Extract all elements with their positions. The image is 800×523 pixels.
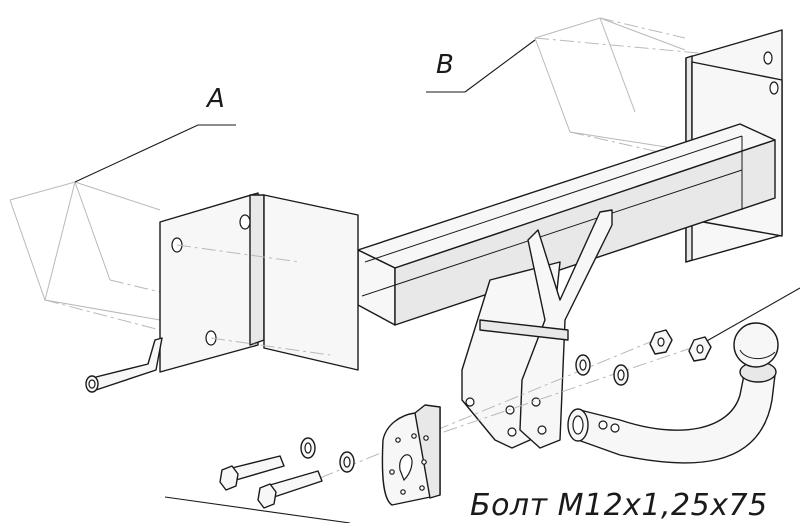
cross-beam xyxy=(357,123,776,326)
bolt-hole xyxy=(507,427,517,437)
nuts-and-washers xyxy=(300,329,712,479)
frame-label-a: A xyxy=(207,84,225,114)
bolt-hole xyxy=(465,397,475,407)
leader-lines xyxy=(74,39,800,523)
long-bolt xyxy=(85,337,163,393)
hitch-mounting-plates xyxy=(461,209,613,449)
bolt-hole xyxy=(239,214,251,230)
bolt xyxy=(269,470,323,498)
bolt-hole xyxy=(769,81,779,95)
short-bolts xyxy=(219,455,323,509)
tow-ball-hook xyxy=(567,322,779,464)
bolt xyxy=(231,455,285,481)
bolt-spec-caption: Болт M12x1,25x75 xyxy=(470,488,768,523)
frame-label-b: B xyxy=(436,50,454,80)
bolt-hole xyxy=(763,51,773,65)
frame-member-a-ghost xyxy=(9,181,161,331)
left-mounting-bracket xyxy=(159,192,359,373)
bolt-hole xyxy=(505,405,515,415)
socket-mounting-plate xyxy=(381,404,441,506)
bolt-hole xyxy=(537,425,547,435)
tow-ball xyxy=(733,322,779,368)
